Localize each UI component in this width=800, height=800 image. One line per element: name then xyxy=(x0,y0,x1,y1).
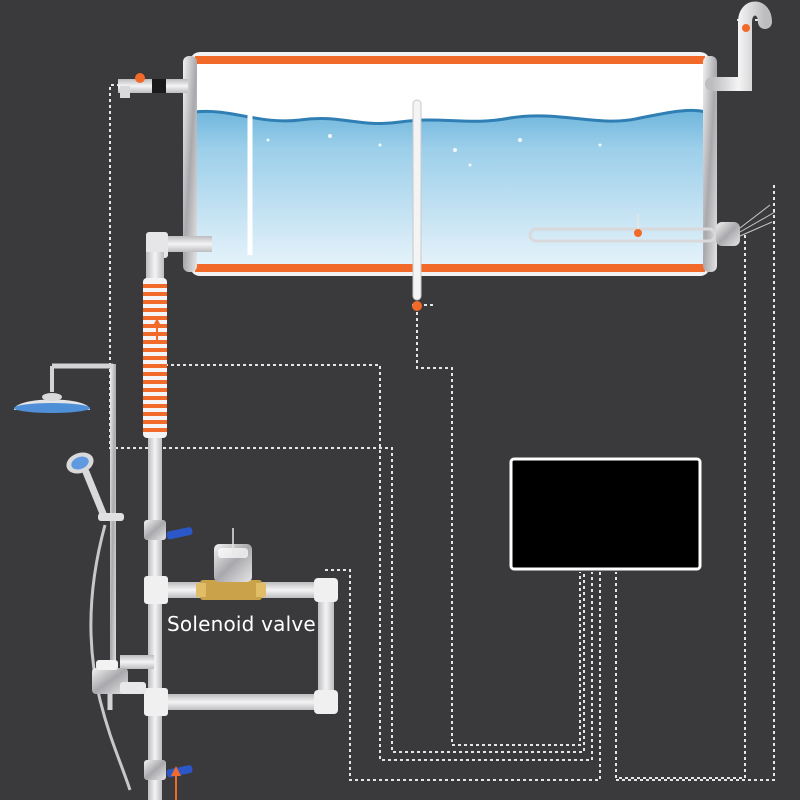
lower-ball-valve xyxy=(144,760,193,780)
heat-exchanger-coil xyxy=(143,278,167,438)
wire-solenoid-valve xyxy=(325,570,600,780)
shower-set xyxy=(52,364,116,694)
shower-head-icon xyxy=(14,393,90,413)
main-riser-pipe xyxy=(148,438,162,800)
mixer-branch-pipe xyxy=(120,655,154,669)
upper-ball-valve xyxy=(144,520,193,540)
solenoid-valve-icon xyxy=(196,528,266,600)
controller-panel xyxy=(511,459,700,569)
water-tank xyxy=(183,52,775,276)
solenoid-valve-label: Solenoid valve xyxy=(167,612,316,636)
thermometer-probe-icon xyxy=(412,100,422,311)
tank-left-outlet xyxy=(118,73,188,98)
hand-shower-icon xyxy=(63,449,130,790)
